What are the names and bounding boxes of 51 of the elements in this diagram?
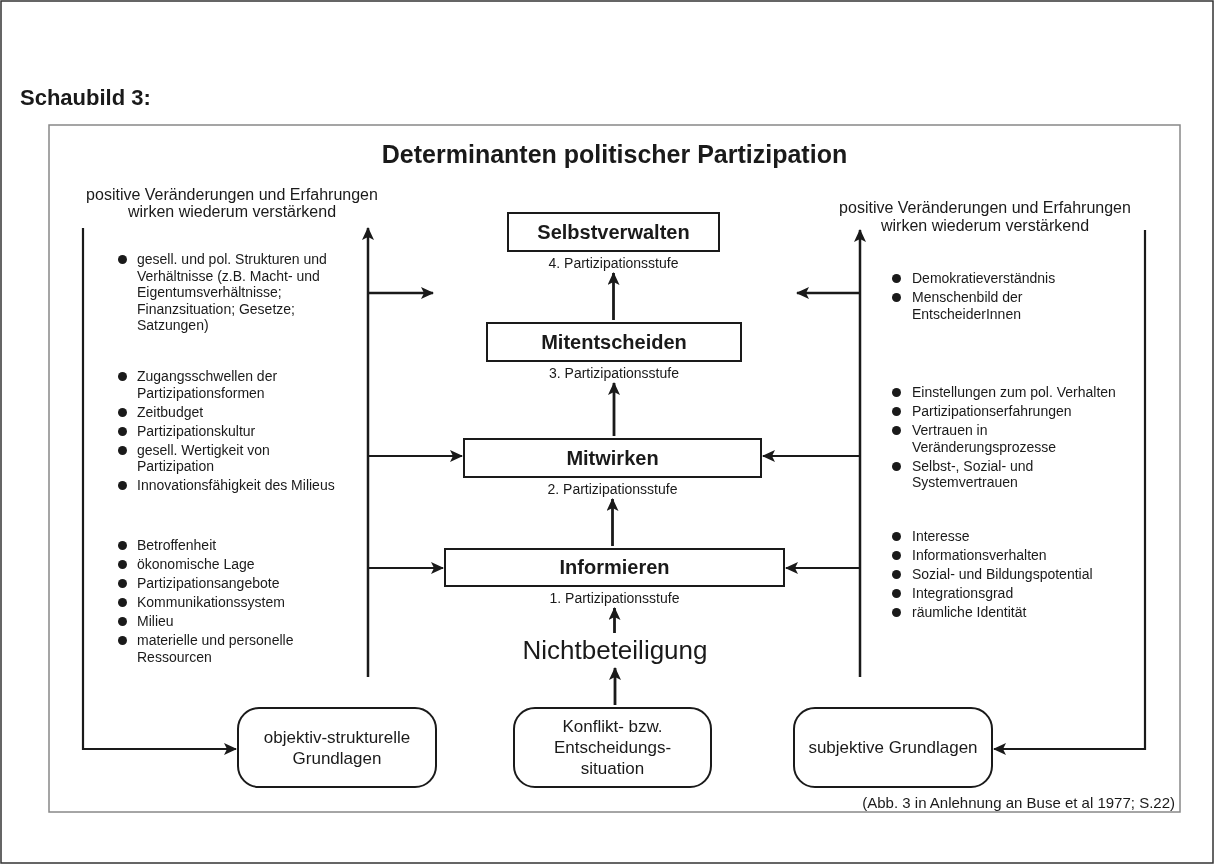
arrow [762,450,860,462]
list-item: Sozial- und Bildungspotential [912,566,1093,583]
list-item: Integrationsgrad [912,585,1014,602]
stage-box: Selbstverwalten [507,212,720,252]
list-item: materielle und personelle Ressourcen [137,632,295,665]
arrow [609,667,621,705]
list-item: ökonomische Lage [137,556,255,573]
list-item: Menschenbild der EntscheiderInnen [912,289,1024,322]
arrow [368,450,463,462]
stage-box: Informieren [444,548,785,587]
rounded-box: subjektive Grundlagen [793,707,993,788]
stage-box: Mitwirken [463,438,762,478]
arrow [608,382,620,436]
list-item: gesell. Wertigkeit von Partizipation [137,441,271,475]
diagram-title: Determinanten politischer Partizipation [380,139,849,169]
list-item: Zugangsschwellen der Partizipationsformen [137,368,279,401]
rounded-box: objektiv-strukturelle Grundlagen [237,707,437,788]
stage-caption: 2. Partizipationsstufe [547,481,678,497]
list-item: Vertrauen in Veränderungsprozesse [912,422,1057,455]
source-note: (Abb. 3 in Anlehnung an Buse et al 1977; S.22) [862,794,1175,812]
list-item: Einstellungen zum pol. Verhalten [912,384,1116,401]
list-item: Selbst-, Sozial- und Systemvertrauen [912,457,1035,491]
list-item: Informationsverhalten [912,547,1047,564]
stage-text: Nichtbeteiligung [465,635,765,666]
stage-caption: 1. Partizipationsstufe [549,590,680,606]
stage-box: Mitentscheiden [486,322,742,362]
list-item: räumliche Identität [912,604,1027,621]
list-item: Innovationsfähigkeit des Milieus [137,477,335,494]
list-item: Demokratieverständnis [912,270,1056,287]
list-item: Interesse [912,528,970,545]
arrow [785,562,860,574]
stage-caption: 4. Partizipationsstufe [548,255,679,271]
arrow [607,272,620,320]
arrow [368,562,444,574]
list-item: Kommunikationssystem [137,594,285,611]
list-item: Milieu [137,613,174,630]
list-item: Partizipationskultur [137,422,256,439]
rounded-box: Konflikt- bzw. Entscheidungs- situation [513,707,712,788]
list-item: gesell. und pol. Strukturen und Verhältnisse (z.B. Macht- und Eigentumsverhältnisse; Finanzsituation; Gesetze; Satzungen) [137,251,328,334]
arrow [993,230,1147,755]
arrow [606,498,619,546]
arrow [81,228,237,755]
feedback-note: positive Veränderungen und Erfahrungen wirken wiederum verstärkend [85,186,379,220]
figure-label: Schaubild 3: [20,85,152,111]
feedback-note: positive Veränderungen und Erfahrungen wirken wiederum verstärkend [838,199,1132,235]
list-item: Partizipationserfahrungen [912,403,1072,420]
list-item: Betroffenheit [137,537,217,554]
stage-caption: 3. Partizipationsstufe [549,365,679,381]
arrow [608,607,621,633]
list-item: Partizipationsangebote [137,575,280,592]
list-item: Zeitbudget [137,403,204,420]
